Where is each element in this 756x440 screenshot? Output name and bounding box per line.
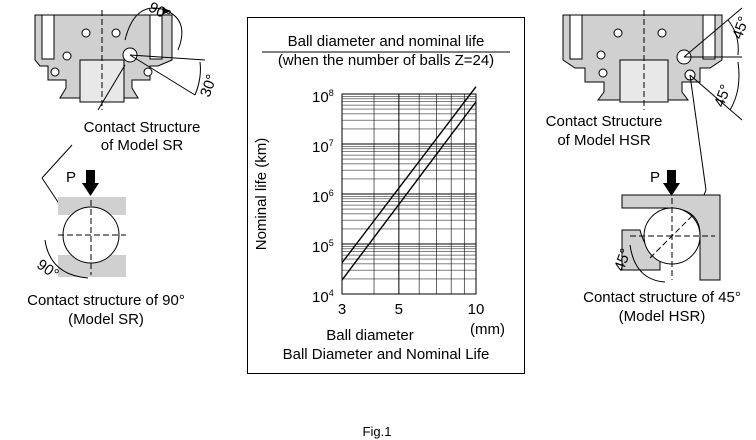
chart-x-unit: (mm)	[470, 321, 505, 338]
sr-leaders	[41, 64, 126, 206]
chart-title-line2: (when the number of balls Z=24)	[277, 52, 495, 69]
hsr-load-arrow	[663, 170, 680, 196]
hsr-caption-line2: (Model HSR)	[618, 308, 706, 325]
hsr-caption-line1: Contact structure of 45°	[583, 289, 741, 306]
hsr-load-label: P	[650, 169, 661, 186]
hsr-structure-label-line2: of Model HSR	[557, 132, 651, 149]
sr-caption-line2: (Model SR)	[68, 311, 144, 328]
x-tick-label: 3	[337, 301, 347, 318]
y-tick-label: 105	[312, 238, 334, 256]
sr-contact-detail	[44, 197, 126, 279]
hsr-leaders	[689, 74, 707, 206]
hsr-structure-label-line1: Contact Structure	[545, 113, 663, 130]
x-tick-label: 5	[394, 301, 404, 318]
y-tick-label: 106	[312, 188, 334, 206]
y-tick-label: 104	[312, 288, 334, 306]
nominal-life-chart	[262, 51, 510, 295]
sr-structure-label-line2: of Model SR	[100, 137, 184, 154]
series-line-1	[341, 86, 477, 264]
plot-border	[341, 93, 477, 295]
hsr-angle-annotation	[683, 7, 743, 121]
hsr-block-drawing	[562, 10, 723, 110]
sr-load-label: P	[66, 169, 77, 186]
x-tick-label: 10	[467, 301, 485, 318]
sr-block-drawing	[34, 10, 173, 110]
sr-structure-label-line1: Contact Structure	[83, 119, 201, 136]
hsr-contact-detail	[621, 194, 721, 283]
sr-angle-annotation	[124, 7, 206, 96]
sr-load-arrow	[82, 170, 99, 196]
chart-title-line1: Ball diameter and nominal life	[287, 33, 485, 50]
chart-xlabel: Ball diameter	[326, 327, 414, 344]
y-tick-label: 108	[312, 88, 334, 106]
series-line-2	[341, 101, 477, 281]
sr-caption-line1: Contact structure of 90°	[27, 292, 185, 309]
chart-frame	[247, 17, 525, 374]
figure-label: Fig.1	[362, 424, 392, 439]
y-tick-label: 107	[312, 138, 334, 156]
chart-ylabel: Nominal life (km)	[253, 137, 270, 251]
chart-caption: Ball Diameter and Nominal Life	[282, 346, 490, 363]
